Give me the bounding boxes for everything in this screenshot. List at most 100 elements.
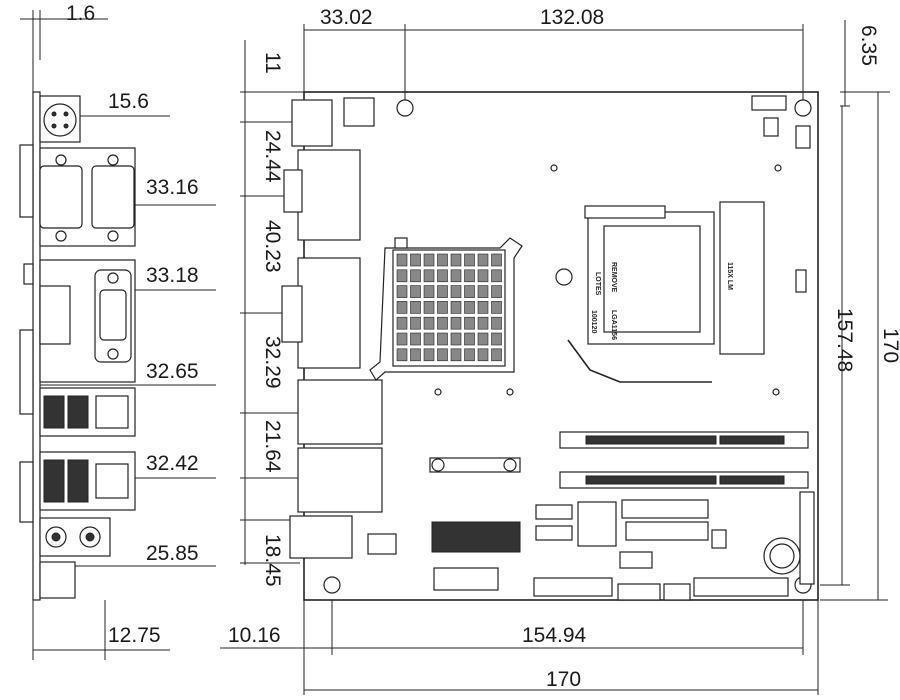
dvi-vga-connector: [297, 257, 361, 369]
heatsink-fin: [410, 285, 421, 298]
heatsink-fin: [491, 253, 502, 267]
dim-io-usb-lan2: 32.42: [146, 452, 199, 475]
heatsink-fin: [410, 316, 421, 330]
dim-gap-40-23: 40.23: [261, 220, 284, 273]
heatsink-fin: [464, 348, 475, 362]
dim-gap-32-29: 32.29: [261, 336, 284, 389]
heatsink-fin: [410, 253, 421, 267]
dim-right-span: 157.48: [833, 308, 856, 372]
dvi-port-icon: [39, 285, 71, 345]
lan-port-icon: [95, 395, 129, 429]
usb-port-icon: [43, 459, 65, 503]
usb-lan-connector-2: [297, 447, 383, 513]
heatsink-fin: [396, 285, 408, 298]
heatsink-fin: [410, 348, 421, 362]
dim-io-com: 33.16: [146, 176, 199, 199]
com-port-icon: [91, 165, 135, 229]
dim-bottom-offset: 10.16: [228, 624, 281, 647]
mount-hole-icon: [323, 576, 341, 594]
heatsink-fin: [423, 332, 435, 346]
dim-io-usb-lan1: 32.65: [146, 360, 199, 383]
heatsink-fin: [396, 301, 408, 314]
heatsink-fin: [450, 348, 462, 362]
heatsink-fin: [437, 253, 448, 267]
heatsink-fin: [423, 316, 435, 330]
dim-io-dvi-vga: 33.18: [146, 264, 199, 287]
usb-port-icon: [67, 395, 89, 429]
heatsink-fin: [423, 253, 435, 267]
ps2-connector: [291, 99, 333, 147]
mount-hole-icon: [396, 99, 414, 117]
heatsink-fin: [491, 285, 502, 298]
heatsink-fin: [477, 348, 489, 362]
heatsink-fin: [464, 285, 475, 298]
socket-tag-lga: LGA1156: [610, 310, 617, 340]
heatsink-fin: [437, 316, 448, 330]
usb-port-icon: [67, 459, 89, 503]
heatsink-fin: [450, 285, 462, 298]
mount-hole-icon: [794, 99, 812, 117]
heatsink-fin: [410, 301, 421, 314]
heatsink-fin: [491, 348, 502, 362]
dim-right-total: 170: [879, 328, 900, 363]
audio-connector: [289, 515, 353, 559]
heatsink-fin: [464, 269, 475, 283]
heatsink-fin: [437, 348, 448, 362]
heatsink-fin: [450, 253, 462, 267]
socket-model-label: 115X LM: [726, 262, 733, 290]
board-top-view: 115X LM LOTES 100120 REMOVE LGA1156: [281, 91, 819, 601]
heatsink-fin: [423, 348, 435, 362]
lan-port-icon: [95, 463, 129, 499]
com-connector: [297, 149, 361, 241]
heatsink-fin: [450, 301, 462, 314]
usb-port-icon: [43, 395, 65, 429]
heatsink-fin: [437, 332, 448, 346]
heatsink-fin: [396, 332, 408, 346]
dim-top-offset: 33.02: [320, 6, 373, 29]
io-panel-side-view: [19, 91, 136, 601]
heatsink-fin: [423, 285, 435, 298]
dim-gap-18-45: 18.45: [261, 534, 284, 587]
heatsink-fin: [396, 253, 408, 267]
heatsink-fin: [477, 332, 489, 346]
heatsink-fin: [396, 348, 408, 362]
heatsink-fin: [491, 301, 502, 314]
heatsink-fin: [464, 253, 475, 267]
socket-lever: [567, 339, 712, 383]
heatsink-fin: [450, 332, 462, 346]
dim-top-left-width: 1.6: [66, 2, 95, 25]
dim-bottom-total: 170: [546, 668, 581, 691]
heatsink-fin: [437, 269, 448, 283]
dim-io-bottom: 12.75: [108, 624, 161, 647]
heatsink-fin: [396, 316, 408, 330]
dim-left-top-margin: 11: [261, 52, 284, 74]
heatsink-fin: [423, 269, 435, 283]
socket-tag-remove: REMOVE: [610, 262, 617, 293]
power-connector: [343, 97, 375, 127]
heatsink-fin: [491, 269, 502, 283]
dim-gap-21-64: 21.64: [261, 420, 284, 473]
heatsink-fin: [437, 285, 448, 298]
heatsink-fin: [477, 316, 489, 330]
dim-gap-24-44: 24.44: [261, 130, 284, 183]
heatsink-fin: [477, 253, 489, 267]
com-port-icon: [39, 165, 83, 229]
heatsink-fin: [410, 332, 421, 346]
heatsink-fin: [491, 332, 502, 346]
heatsink-fin: [477, 269, 489, 283]
ps2-port-icon: [43, 103, 77, 137]
heatsink-fin: [464, 332, 475, 346]
dim-bottom-span: 154.94: [522, 624, 587, 647]
pcie-slot: [433, 567, 499, 591]
dim-top-span: 132.08: [540, 6, 604, 29]
heatsink-fin: [450, 269, 462, 283]
mini-pcie-slot: [431, 521, 521, 553]
heatsink-fin: [477, 301, 489, 314]
usb-lan-connector-1: [297, 379, 383, 445]
socket-code-label: 100120: [590, 310, 597, 333]
heatsink-fin: [450, 316, 462, 330]
heatsink-fin: [423, 301, 435, 314]
heatsink-fin: [464, 301, 475, 314]
heatsink-fin: [477, 285, 489, 298]
